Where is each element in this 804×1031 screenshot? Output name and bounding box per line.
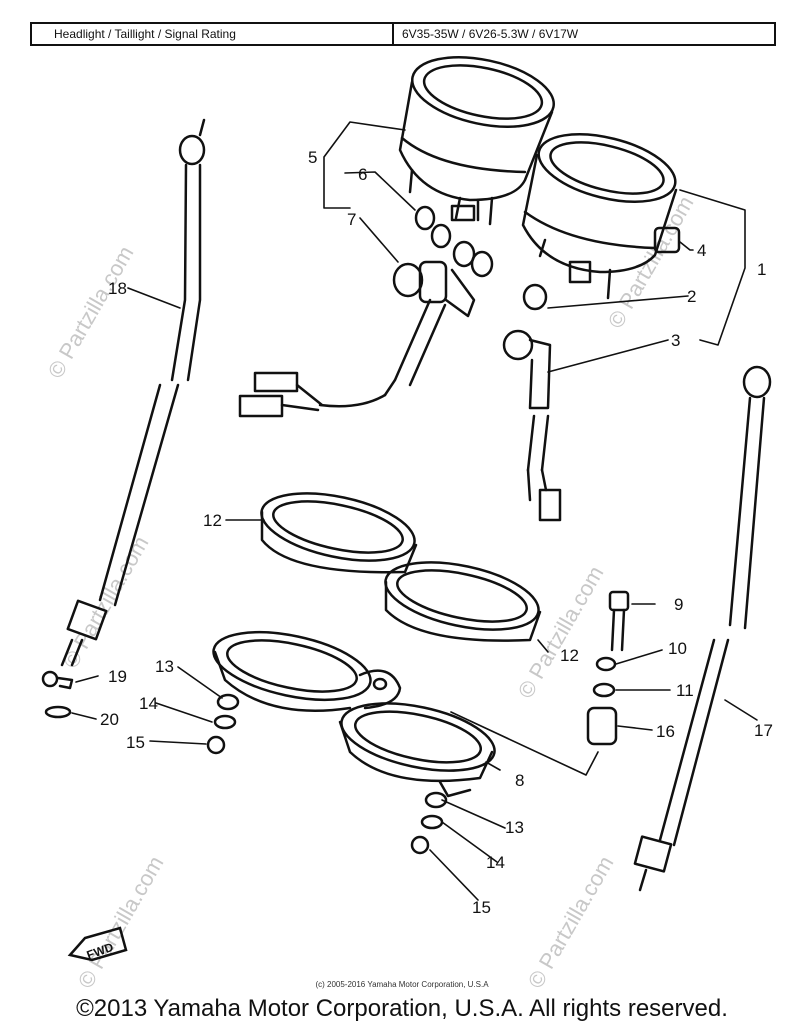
callout-12a: 12 — [203, 511, 222, 530]
mount-bracket — [212, 631, 496, 798]
bulbs — [414, 205, 548, 311]
callout-8: 8 — [515, 771, 524, 790]
callout-6: 6 — [358, 165, 367, 184]
cable-left — [60, 118, 206, 667]
gauge-housing-left — [398, 56, 555, 226]
callout-4: 4 — [697, 241, 706, 260]
callout-3: 3 — [671, 331, 680, 350]
spec-table: Headlight / Taillight / Signal Rating 6V… — [30, 22, 776, 46]
callout-7: 7 — [347, 210, 356, 229]
watermark-6: © Partzilla.com — [603, 192, 699, 333]
hardware-bottom — [410, 791, 448, 855]
callout-2: 2 — [687, 287, 696, 306]
callout-18: 18 — [108, 279, 127, 298]
callout-10: 10 — [668, 639, 687, 658]
callout-15a: 15 — [126, 733, 145, 752]
bezels — [260, 492, 542, 642]
callout-15b: 15 — [472, 898, 491, 917]
callout-16: 16 — [656, 722, 675, 741]
cable-right — [633, 365, 772, 892]
callout-5: 5 — [308, 148, 317, 167]
callout-13a: 13 — [155, 657, 174, 676]
callout-19: 19 — [108, 667, 127, 686]
callout-17: 17 — [754, 721, 773, 740]
socket-harness — [238, 240, 494, 418]
callout-12b: 12 — [560, 646, 579, 665]
callout-numbers: 5 6 7 4 1 2 3 18 12 12 9 10 11 16 17 13 … — [100, 148, 773, 917]
callout-13b: 13 — [505, 818, 524, 837]
watermark-5: © Partzilla.com — [73, 852, 169, 993]
hardware-left — [206, 693, 240, 755]
bolt-set — [586, 590, 630, 746]
callout-9: 9 — [674, 595, 683, 614]
socket-cable — [502, 329, 562, 522]
leader-lines — [71, 121, 758, 901]
watermark-1: © Partzilla.com — [43, 242, 139, 383]
watermark-4: © Partzilla.com — [523, 852, 619, 993]
small-parts — [41, 670, 74, 719]
callout-20: 20 — [100, 710, 119, 729]
watermark-2: © Partzilla.com — [58, 532, 154, 673]
spec-label: Headlight / Taillight / Signal Rating — [32, 24, 394, 44]
callout-14b: 14 — [486, 853, 505, 872]
callout-11: 11 — [676, 681, 694, 700]
footer-copyright: ©2013 Yamaha Motor Corporation, U.S.A. A… — [76, 995, 728, 1022]
gauge-housing-right — [521, 133, 678, 300]
trip-knob — [653, 226, 681, 254]
callout-1: 1 — [757, 260, 766, 279]
small-copyright: (c) 2005-2016 Yamaha Motor Corporation, … — [315, 980, 489, 989]
spec-value: 6V35-35W / 6V26-5.3W / 6V17W — [402, 27, 579, 41]
callout-14a: 14 — [139, 694, 158, 713]
watermarks: © Partzilla.com © Partzilla.com © Partzi… — [43, 192, 699, 993]
watermark-3: © Partzilla.com — [513, 562, 609, 703]
